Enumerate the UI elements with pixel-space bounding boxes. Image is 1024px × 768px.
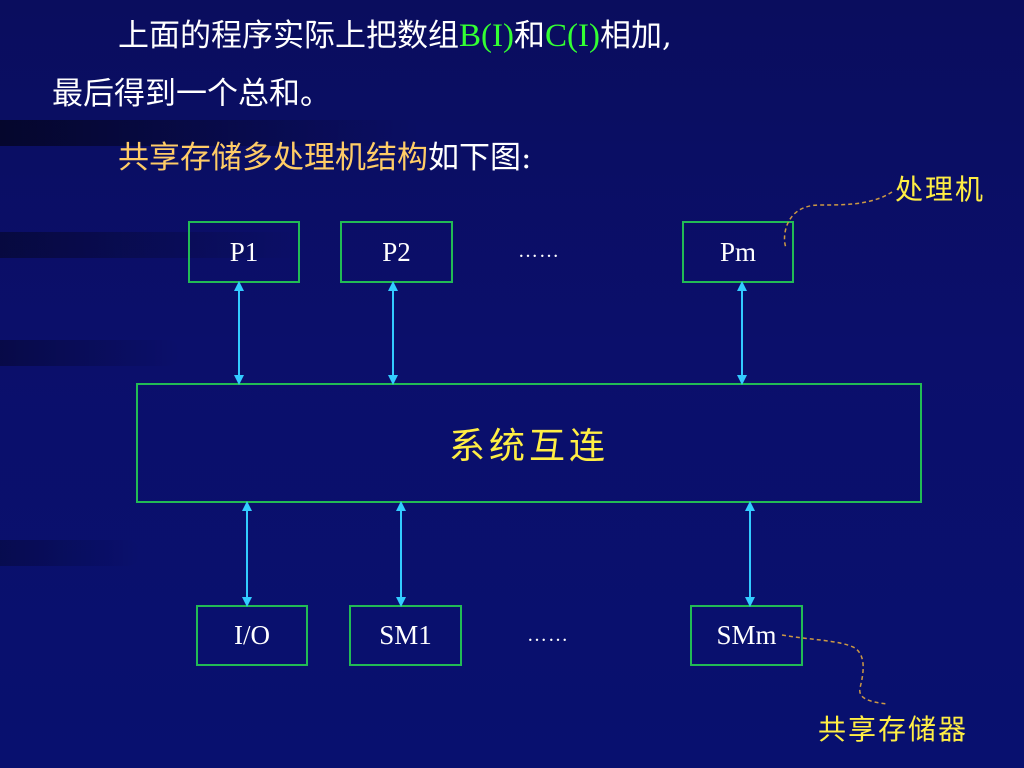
background-streak xyxy=(0,340,180,366)
paragraph-line-1: 上面的程序实际上把数组B(I)和C(I)相加, xyxy=(118,16,672,56)
line1-suffix: 相加, xyxy=(599,18,672,54)
array-c-term: C(I) xyxy=(544,18,600,54)
background-streak xyxy=(0,540,140,566)
processor-box-p1: P1 xyxy=(188,221,300,283)
callout-processor: 处理机 xyxy=(895,173,986,206)
memory-label-sm1: SM1 xyxy=(379,620,432,650)
callout-shared-memory: 共享存储器 xyxy=(818,713,969,746)
paragraph-line-3: 共享存储多处理机结构如下图: xyxy=(118,138,531,178)
processor-label-p2: P2 xyxy=(382,236,411,267)
processor-label-pm: Pm xyxy=(719,236,757,267)
array-b-term: B(I) xyxy=(459,18,514,54)
leader-line-shared-memory xyxy=(781,634,889,705)
line3-suffix: 如下图: xyxy=(428,140,532,176)
structure-title: 共享存储多处理机结构 xyxy=(118,140,428,176)
line2-text: 最后得到一个总和。 xyxy=(52,76,331,112)
memory-label-smm: SMm xyxy=(716,620,777,650)
background-streak xyxy=(0,120,420,146)
leader-line-processor xyxy=(783,191,893,249)
processor-ellipsis: …… xyxy=(518,240,560,262)
line1-prefix: 上面的程序实际上把数组 xyxy=(118,18,459,54)
interconnect-label: 系统互连 xyxy=(448,426,609,467)
memory-label-io: I/O xyxy=(234,620,270,650)
paragraph-line-2: 最后得到一个总和。 xyxy=(52,74,331,114)
memory-box-io: I/O xyxy=(196,605,308,666)
memory-ellipsis: …… xyxy=(527,624,569,646)
background-streak xyxy=(0,232,300,258)
processor-label-p1: P1 xyxy=(229,236,259,267)
interconnect-box: 系统互连 xyxy=(136,383,922,503)
line1-and: 和 xyxy=(513,18,545,54)
